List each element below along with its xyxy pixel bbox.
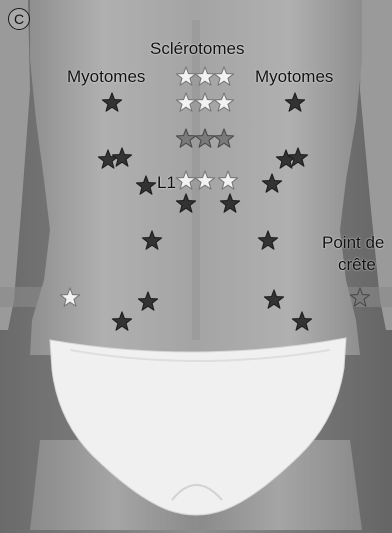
label-sclerotomes: Sclérotomes xyxy=(150,40,244,57)
label-point-de-crete-1: Point de xyxy=(322,234,384,251)
outline-star-icon xyxy=(194,170,216,192)
filled-star-icon xyxy=(257,230,279,252)
gray-star-icon xyxy=(213,128,235,150)
filled-star-icon xyxy=(137,291,159,313)
filled-star-icon xyxy=(284,92,306,114)
outline-star-icon xyxy=(59,287,81,309)
filled-star-icon xyxy=(111,311,133,333)
filled-star-icon xyxy=(287,147,309,169)
panel-letter: C xyxy=(8,8,30,30)
outline-star-icon xyxy=(213,66,235,88)
filled-star-icon xyxy=(291,311,313,333)
label-myotomes-left: Myotomes xyxy=(67,68,145,85)
filled-star-icon xyxy=(111,147,133,169)
filled-star-icon xyxy=(135,175,157,197)
filled-star-icon xyxy=(101,92,123,114)
filled-star-icon xyxy=(175,193,197,215)
filled-star-icon xyxy=(219,193,241,215)
outline-star-icon xyxy=(213,92,235,114)
label-l1: L1 xyxy=(157,174,176,191)
filled-star-icon xyxy=(263,289,285,311)
label-myotomes-right: Myotomes xyxy=(255,68,333,85)
filled-star-icon xyxy=(141,230,163,252)
gray-star-icon xyxy=(349,287,371,309)
filled-star-icon xyxy=(261,173,283,195)
label-point-de-crete-2: crête xyxy=(338,256,376,273)
outline-star-icon xyxy=(217,170,239,192)
